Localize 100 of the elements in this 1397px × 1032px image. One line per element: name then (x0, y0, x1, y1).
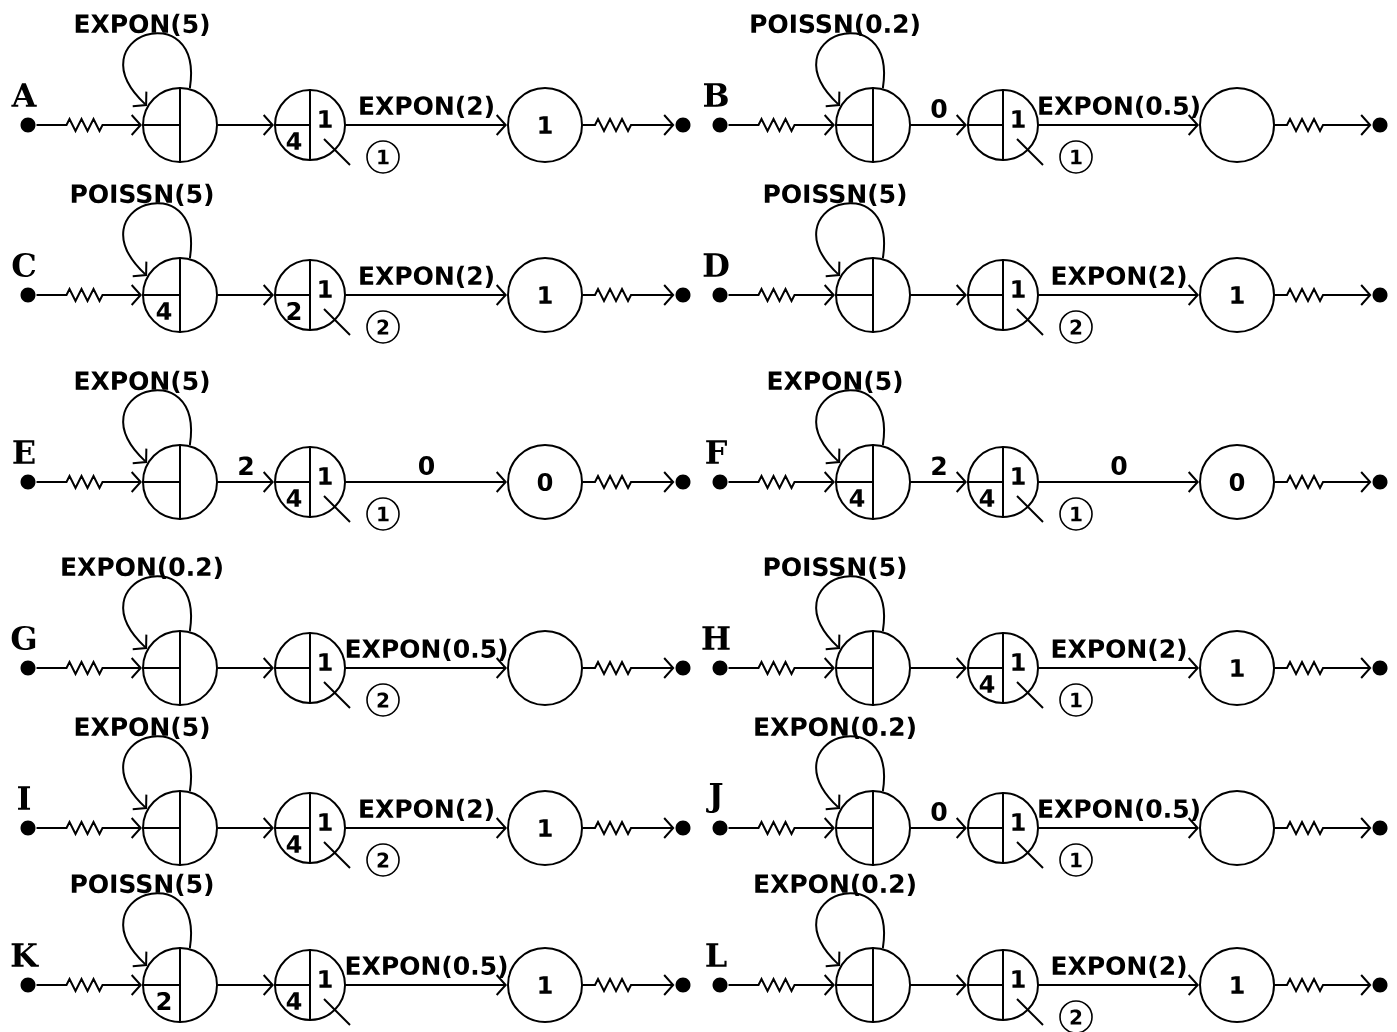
arrow (1038, 974, 1199, 996)
arrow (217, 471, 274, 493)
wavy-arrow (35, 817, 142, 839)
wavy-arrow (727, 471, 835, 493)
panel-letter: I (18, 786, 31, 810)
loop-arrow (815, 389, 885, 465)
wavy-arrow (1274, 471, 1372, 493)
wavy-arrow (582, 471, 675, 493)
wavy-arrow (1274, 817, 1372, 839)
edge-label: EXPON(5) (75, 716, 209, 740)
arrow (345, 657, 507, 679)
wavy-arrow (35, 657, 142, 679)
terminal-dot (675, 117, 691, 133)
arrow (217, 657, 274, 679)
terminal-dot (1372, 977, 1388, 993)
terminal-dot (675, 474, 691, 490)
terminal-dot (675, 287, 691, 303)
loop-arrow (815, 32, 885, 108)
circled-number: 1 (1059, 683, 1093, 717)
queue-node (141, 629, 218, 707)
circled-number: 1 (1059, 843, 1093, 877)
arrow (217, 817, 274, 839)
station-circle (1199, 87, 1275, 163)
terminal-dot (20, 117, 36, 133)
server-node: 1 4 (273, 445, 351, 523)
edge-label: EXPON(2) (360, 95, 493, 118)
arrow (345, 284, 507, 306)
queue-node: 2 (141, 946, 218, 1024)
wavy-arrow (1274, 974, 1372, 996)
wavy-arrow (35, 471, 142, 493)
queue-node (141, 789, 218, 867)
terminal-dot (1372, 474, 1388, 490)
terminal-dot (1372, 117, 1388, 133)
loop-arrow (122, 575, 192, 651)
queue-node (141, 86, 218, 164)
terminal-dot (20, 660, 36, 676)
edge-label: EXPON(5) (768, 370, 902, 394)
server-node: 1 (966, 258, 1044, 336)
terminal-dot (1372, 820, 1388, 836)
arrow (1038, 471, 1199, 493)
station-circle (1199, 790, 1275, 866)
queue-node (834, 86, 911, 164)
wavy-arrow (35, 114, 142, 136)
arrow (910, 974, 967, 996)
wavy-arrow (1274, 657, 1372, 679)
arrow (217, 974, 274, 996)
queue-node (141, 443, 218, 521)
wavy-arrow (727, 114, 835, 136)
panel-letter: G (11, 625, 36, 651)
loop-arrow (815, 575, 885, 651)
edge-label: EXPON(5) (75, 13, 209, 37)
edge-label: EXPON(0.2) (62, 556, 222, 580)
queue-node (834, 629, 911, 707)
edge-label: 2 (932, 456, 946, 475)
wavy-arrow (1274, 284, 1372, 306)
arrow (1038, 284, 1199, 306)
panel-letter: C (12, 252, 36, 278)
wavy-arrow (582, 974, 675, 996)
circled-number: 1 (366, 497, 400, 531)
terminal-dot (20, 820, 36, 836)
arrow (910, 471, 967, 493)
terminal-dot (675, 820, 691, 836)
wavy-arrow (727, 974, 835, 996)
terminal-dot (20, 287, 36, 303)
wavy-arrow (582, 284, 675, 306)
server-node: 1 4 (273, 791, 351, 869)
terminal-dot (712, 474, 728, 490)
panel-letter: E (13, 440, 35, 464)
circled-number: 2 (366, 843, 400, 877)
loop-arrow (122, 389, 192, 465)
circled-number: 2 (1059, 310, 1093, 344)
edge-label: POISSN(5) (71, 183, 213, 207)
panel-letter: B (704, 83, 728, 107)
wavy-arrow (727, 284, 835, 306)
terminal-dot (1372, 287, 1388, 303)
server-node: 1 4 (966, 631, 1044, 709)
terminal-dot (712, 117, 728, 133)
panel-letter: K (11, 943, 39, 967)
edge-label: EXPON(2) (1052, 955, 1186, 978)
edge-label: 0 (931, 802, 947, 821)
terminal-dot (712, 287, 728, 303)
server-node: 1 2 (273, 258, 351, 336)
circled-number: 1 (366, 140, 400, 174)
edge-label: EXPON(5) (75, 370, 209, 394)
arrow (910, 114, 967, 136)
queue-node (834, 256, 911, 334)
loop-arrow (122, 202, 192, 278)
wavy-arrow (727, 817, 835, 839)
edge-label: 0 (1111, 456, 1127, 475)
edge-label: EXPON(0.2) (755, 873, 915, 897)
arrow (345, 114, 507, 136)
arrow (910, 657, 967, 679)
edge-label: 0 (931, 99, 947, 118)
edge-label: EXPON(2) (1052, 265, 1186, 288)
server-node: 1 4 (273, 88, 351, 166)
wavy-arrow (582, 114, 675, 136)
queue-node (834, 789, 911, 867)
queue-node (834, 946, 911, 1024)
loop-arrow (122, 735, 192, 811)
arrow (345, 974, 507, 996)
